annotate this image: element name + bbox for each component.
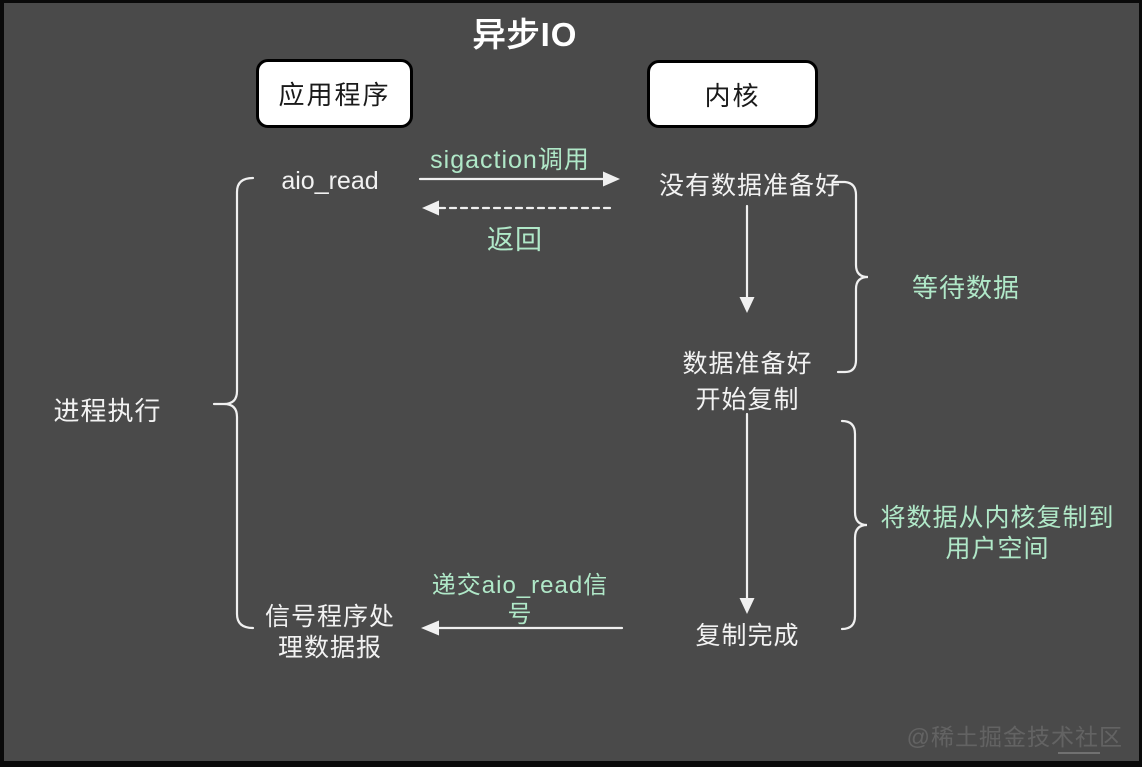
application-box-label: 应用程序 xyxy=(278,80,391,110)
diagram-title: 异步IO xyxy=(472,16,578,53)
copy-to-user-line2: 用户空间 xyxy=(945,535,1050,563)
aio-read-label: aio_read xyxy=(281,167,379,195)
arrow-return xyxy=(422,200,612,216)
arrow-wait-data xyxy=(739,204,755,313)
watermark: @稀土掘金技术社区 xyxy=(906,724,1123,750)
frame-border-bottom xyxy=(0,761,1142,767)
no-data-ready-label: 没有数据准备好 xyxy=(658,172,841,200)
watermark-dash xyxy=(1058,752,1100,754)
kernel-box-label: 内核 xyxy=(704,80,761,111)
application-box: 应用程序 xyxy=(256,59,413,128)
data-ready-line1: 数据准备好 xyxy=(682,350,813,378)
kernel-box: 内核 xyxy=(647,60,818,128)
data-ready-line2: 开始复制 xyxy=(695,386,800,414)
arrow-copy-data xyxy=(739,412,755,614)
frame-border-left xyxy=(0,0,4,767)
deliver-signal-line2: 号 xyxy=(507,601,533,628)
frame-border-top xyxy=(0,0,1142,3)
frame-border-right xyxy=(1139,0,1142,767)
sigaction-call-label: sigaction调用 xyxy=(430,146,590,174)
signal-handler-line2: 理数据报 xyxy=(277,634,382,662)
brace-wait-data xyxy=(832,180,869,374)
copy-complete-label: 复制完成 xyxy=(695,622,800,650)
signal-handler-line1: 信号程序处 xyxy=(264,603,395,631)
brace-process-execution xyxy=(212,176,255,630)
deliver-signal-label: 递交aio_read信 号 xyxy=(420,571,620,629)
process-execution-label: 进程执行 xyxy=(53,396,162,426)
copy-to-user-line1: 将数据从内核复制到 xyxy=(880,504,1115,532)
wait-data-label: 等待数据 xyxy=(911,273,1020,303)
deliver-signal-line1: 递交aio_read信 xyxy=(431,572,609,599)
signal-handler-label: 信号程序处 理数据报 xyxy=(255,602,405,664)
return-label: 返回 xyxy=(487,225,543,255)
data-ready-label: 数据准备好 开始复制 xyxy=(655,346,840,418)
copy-to-user-label: 将数据从内核复制到 用户空间 xyxy=(855,503,1140,565)
